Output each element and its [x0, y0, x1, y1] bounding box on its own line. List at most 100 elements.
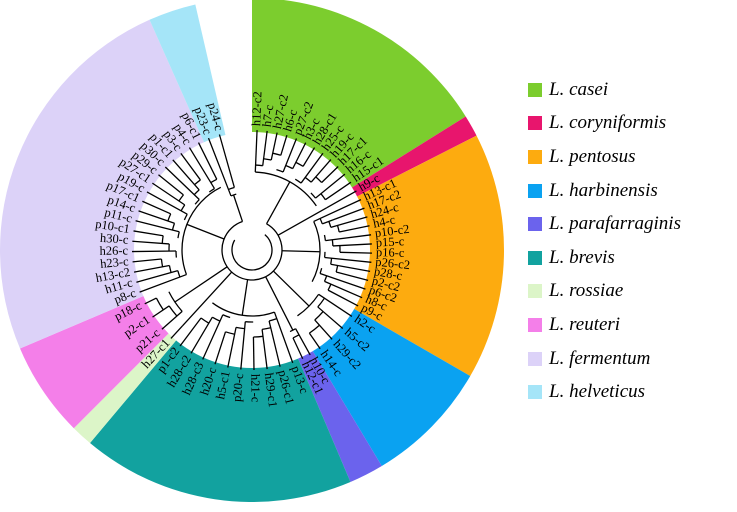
branch-arc — [315, 176, 323, 183]
branch-line — [339, 251, 372, 254]
branch-line — [132, 240, 170, 245]
branch-line — [142, 200, 171, 215]
branch-line — [281, 250, 320, 253]
branch-arc — [231, 234, 273, 271]
species-legend: L. casei L. coryniformis L. pentosus L. har… — [528, 73, 737, 409]
leaf-label: p10-c1 — [94, 217, 131, 236]
branch-line — [272, 270, 310, 307]
legend-item: L. coryniformis — [528, 107, 737, 141]
branch-line — [186, 223, 225, 240]
branch-line — [325, 181, 352, 201]
branch-arc — [304, 176, 312, 183]
branch-arc — [155, 297, 164, 311]
branch-line — [261, 329, 268, 370]
leaf-label: p15-c — [375, 234, 405, 249]
branch-line — [252, 336, 255, 370]
leaf-label: h13-c2 — [95, 265, 132, 285]
leaf-label: p11-c — [103, 205, 134, 226]
legend-label: L. coryniformis — [549, 112, 667, 134]
clade-sector — [90, 250, 351, 503]
branch-arc — [221, 220, 283, 281]
branch-line — [321, 166, 339, 183]
leaf-label: p16-c — [376, 245, 405, 260]
leaf-label: h21-c — [248, 374, 262, 403]
branch-arc — [335, 265, 339, 273]
branch-arc — [208, 188, 215, 193]
branch-line — [270, 132, 278, 161]
legend-item: L. parafarraginis — [528, 207, 737, 241]
branch-arc — [253, 335, 264, 338]
legend-item: L. reuteri — [528, 308, 737, 342]
branch-arc — [328, 221, 332, 228]
legend-item: L. pentosus — [528, 140, 737, 174]
branch-line — [214, 331, 227, 365]
branch-line — [132, 250, 177, 253]
branch-line — [179, 317, 202, 347]
branch-line — [292, 337, 304, 360]
branch-arc — [194, 179, 201, 186]
leaf-label: h4-c — [372, 212, 397, 230]
legend-label: L. parafarraginis — [549, 213, 681, 235]
legend-label: L. harbinensis — [549, 179, 658, 201]
branch-arc — [160, 258, 164, 267]
branch-line — [152, 305, 170, 318]
branch-arc — [285, 164, 294, 170]
branch-line — [332, 243, 372, 247]
branch-line — [319, 272, 366, 290]
legend-label: L. reuteri — [549, 313, 621, 335]
legend-item: L. helveticus — [528, 375, 737, 409]
branch-arc — [200, 317, 210, 324]
branch-arc — [323, 234, 327, 241]
branch-line — [265, 181, 291, 225]
legend-label: L. fermentum — [549, 347, 651, 369]
branch-line — [172, 159, 200, 191]
leaf-label: p26-c2 — [375, 255, 411, 272]
branch-line — [227, 327, 237, 368]
branch-arc — [309, 324, 320, 334]
branch-arc — [225, 331, 235, 335]
branch-arc — [210, 178, 218, 184]
branch-line — [174, 266, 228, 303]
legend-swatch — [528, 183, 542, 198]
branch-line — [202, 314, 224, 360]
branch-arc — [292, 334, 300, 339]
legend-label: L. rossiae — [549, 280, 624, 302]
branch-line — [151, 182, 186, 206]
branch-line — [139, 273, 187, 293]
branch-arc — [331, 239, 334, 246]
branch-line — [336, 271, 369, 281]
legend-item: L. casei — [528, 73, 737, 107]
branch-arc — [262, 327, 271, 331]
branch-arc — [319, 218, 323, 225]
branch-line — [313, 199, 362, 223]
branch-line — [308, 332, 321, 350]
legend-swatch — [528, 116, 542, 131]
branch-arc — [289, 328, 296, 333]
tree-center-disc — [134, 132, 370, 368]
branch-arc — [310, 192, 317, 199]
branch-line — [265, 276, 294, 331]
branch-arc — [330, 258, 333, 265]
branch-line — [302, 147, 316, 167]
legend-swatch — [528, 284, 542, 299]
branch-line — [300, 152, 324, 184]
branch-arc — [177, 270, 181, 278]
branch-line — [164, 166, 200, 200]
leaf-label: p2-c2 — [370, 274, 401, 295]
leaf-label: h7-c — [260, 103, 277, 127]
legend-item: L. brevis — [528, 241, 737, 275]
branch-arc — [235, 326, 245, 330]
branch-arc — [255, 164, 263, 167]
legend-swatch — [528, 250, 542, 265]
branch-arc — [295, 161, 304, 167]
branch-line — [268, 320, 281, 367]
branch-line — [132, 258, 162, 263]
branch-arc — [327, 283, 332, 291]
branch-arc — [161, 235, 164, 244]
branch-line — [180, 152, 201, 181]
legend-label: L. casei — [549, 78, 609, 100]
branch-line — [292, 142, 307, 169]
legend-swatch — [528, 217, 542, 232]
leaf-label: h12-c2 — [249, 91, 264, 126]
branch-arc — [212, 316, 221, 322]
